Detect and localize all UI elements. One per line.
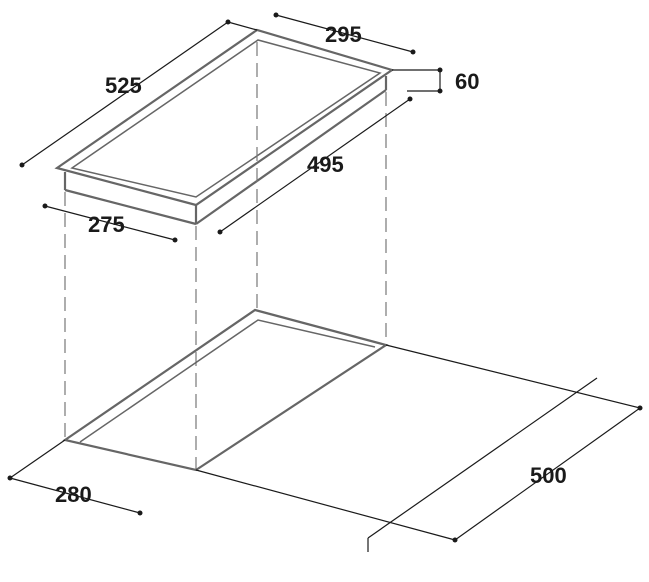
cutout <box>9 308 641 552</box>
label-inner-length: 495 <box>307 152 344 177</box>
label-cutout-depth: 500 <box>530 463 567 488</box>
label-cutout-width: 280 <box>55 482 92 507</box>
hob-unit <box>54 28 395 226</box>
label-inner-width: 275 <box>88 212 125 237</box>
label-length: 525 <box>105 73 142 98</box>
projection-lines <box>64 42 387 470</box>
label-width: 295 <box>325 22 362 47</box>
dimension-labels: 525 295 60 495 275 280 500 <box>55 22 567 507</box>
dimension-lines <box>7 12 643 543</box>
label-height: 60 <box>455 69 479 94</box>
